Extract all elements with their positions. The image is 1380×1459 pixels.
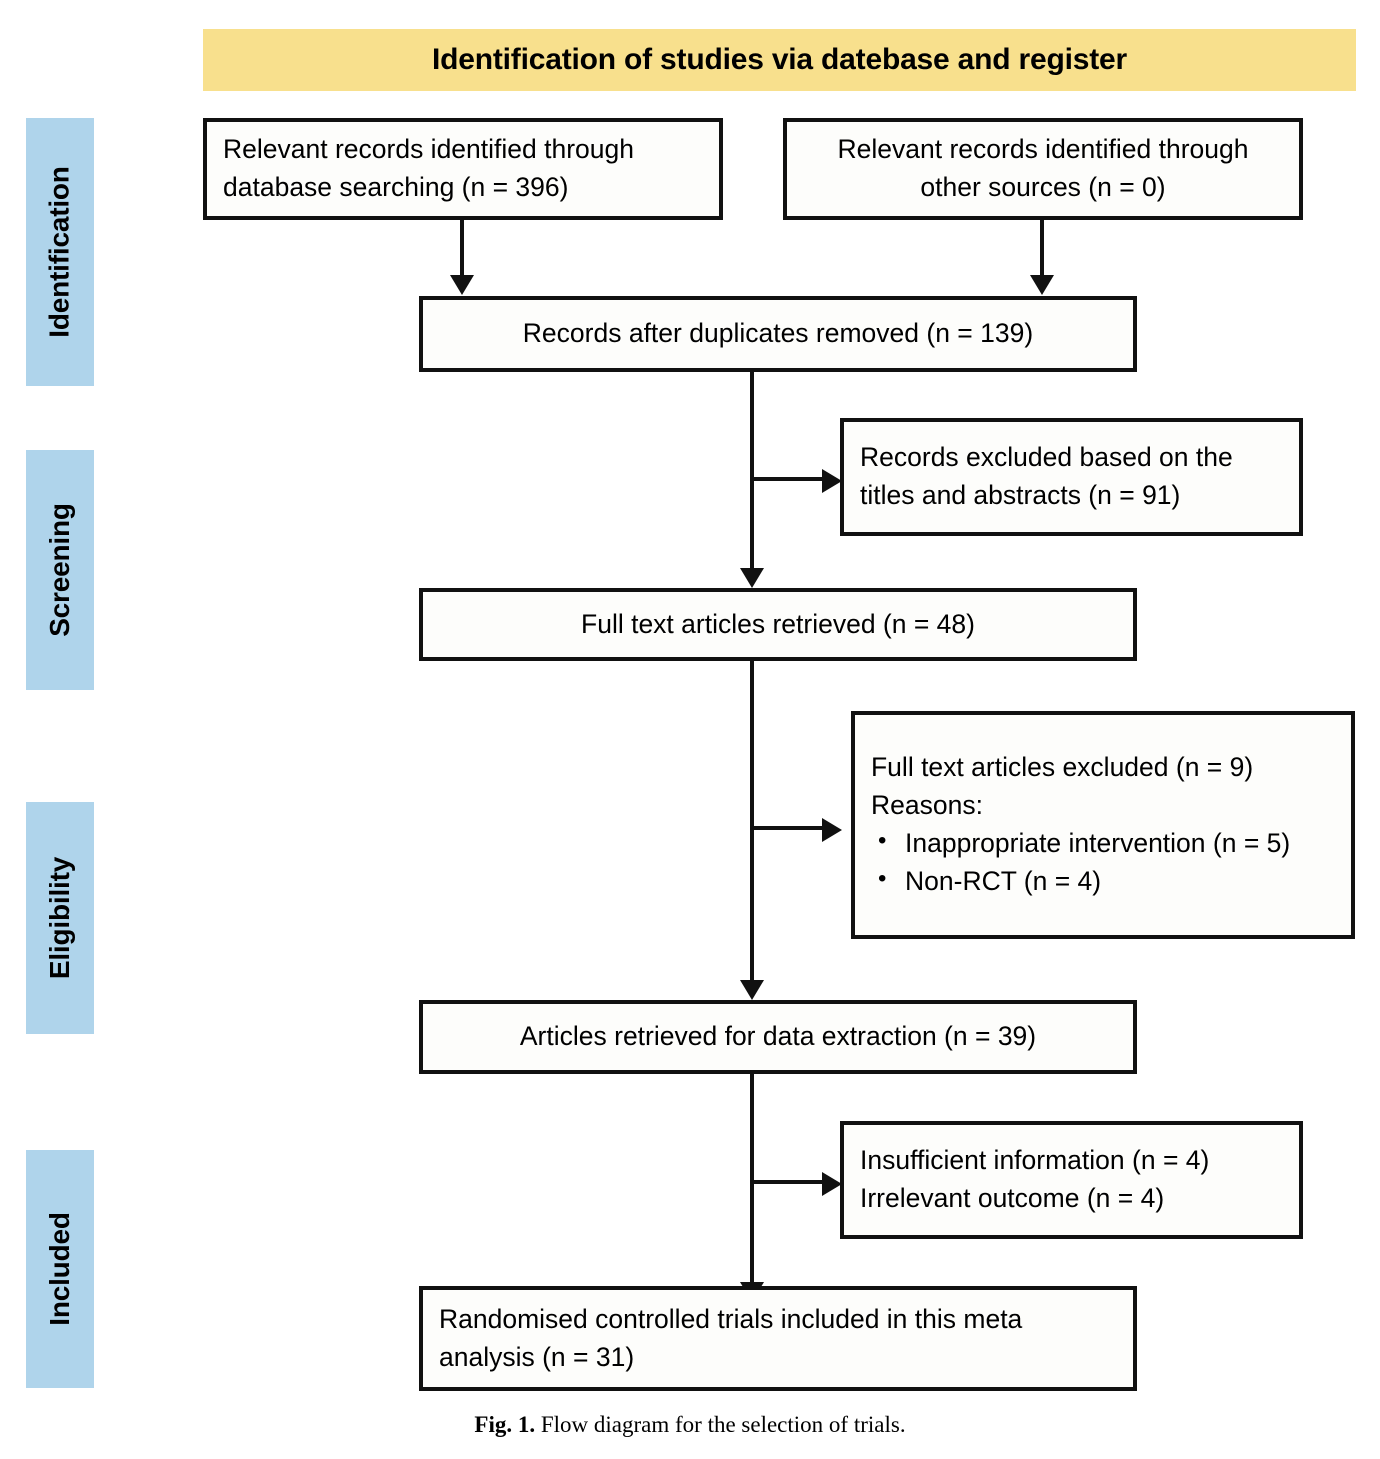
box-records-excluded-line1: Records excluded based on the (860, 442, 1233, 473)
box-data-extraction-text: Articles retrieved for data extraction (… (519, 1021, 1037, 1052)
box-fulltext-excluded-line2: Reasons: (871, 790, 983, 821)
list-item: Inappropriate intervention (n = 5) (878, 824, 1335, 863)
diagram-title: Identification of studies via datebase a… (432, 43, 1127, 76)
stage-chip-identification: Identification (26, 118, 94, 386)
box-records-excluded: Records excluded based on the titles and… (840, 418, 1303, 536)
connector-database-to-duplicates (460, 220, 464, 277)
box-other-sources-line1: Relevant records identified through (837, 134, 1249, 165)
box-database-search-line2: database searching (n = 396) (223, 172, 569, 202)
stage-label-eligibility: Eligibility (44, 856, 76, 980)
box-other-sources: Relevant records identified through othe… (783, 118, 1303, 220)
arrowhead-fulltext-to-excluded (822, 818, 842, 842)
box-records-excluded-text: Records excluded based on the titles and… (860, 439, 1283, 515)
box-included-trials-line1: Randomised controlled trials included in… (439, 1303, 1023, 1334)
box-data-extraction: Articles retrieved for data extraction (… (419, 1000, 1137, 1074)
arrowhead-database-to-duplicates (450, 275, 474, 295)
box-fulltext-excluded-text: Full text articles excluded (n = 9) Reas… (871, 749, 1335, 901)
figure-caption: Fig. 1. Flow diagram for the selection o… (0, 1412, 1380, 1438)
box-further-excluded-text: Insufficient information (n = 4) Irrelev… (860, 1142, 1283, 1218)
box-other-sources-line2: other sources (n = 0) (920, 172, 1166, 202)
box-included-trials: Randomised controlled trials included in… (419, 1286, 1137, 1391)
box-fulltext-retrieved-text: Full text articles retrieved (n = 48) (581, 608, 975, 639)
box-included-trials-text: Randomised controlled trials included in… (439, 1301, 1117, 1377)
arrowhead-duplicates-to-fulltext (740, 568, 764, 588)
list-item: Non-RCT (n = 4) (878, 862, 1335, 901)
connector-other-to-duplicates (1040, 220, 1044, 277)
box-fulltext-excluded: Full text articles excluded (n = 9) Reas… (851, 711, 1355, 939)
box-database-search: Relevant records identified through data… (203, 118, 723, 220)
box-database-search-line1: Relevant records identified through (223, 134, 634, 165)
stage-chip-eligibility: Eligibility (26, 802, 94, 1034)
connector-fulltext-trunk (750, 661, 754, 984)
box-records-excluded-line2: titles and abstracts (n = 91) (860, 480, 1181, 510)
box-duplicates-removed-text: Records after duplicates removed (n = 13… (522, 318, 1034, 349)
arrowhead-other-to-duplicates (1030, 275, 1054, 295)
connector-extraction-to-excluded (750, 1180, 826, 1184)
arrowhead-fulltext-to-extraction (740, 980, 764, 1000)
figure-caption-text: Flow diagram for the selection of trials… (540, 1412, 906, 1437)
stage-label-identification: Identification (44, 166, 76, 338)
arrowhead-duplicates-to-excluded (822, 469, 842, 493)
box-further-excluded-line2: Irrelevant outcome (n = 4) (860, 1183, 1165, 1213)
box-duplicates-removed: Records after duplicates removed (n = 13… (419, 296, 1137, 372)
fulltext-excluded-reason-list: Inappropriate intervention (n = 5) Non-R… (871, 824, 1335, 901)
connector-duplicates-to-excluded (750, 477, 826, 481)
box-further-excluded: Insufficient information (n = 4) Irrelev… (840, 1121, 1303, 1239)
box-database-search-text: Relevant records identified through data… (223, 131, 703, 207)
box-fulltext-excluded-line1: Full text articles excluded (n = 9) (871, 752, 1254, 783)
connector-duplicates-trunk (750, 372, 754, 572)
figure-caption-label: Fig. 1. (474, 1412, 536, 1437)
box-further-excluded-line1: Insufficient information (n = 4) (860, 1145, 1210, 1176)
connector-fulltext-to-excluded (750, 826, 826, 830)
stage-label-included: Included (44, 1212, 75, 1326)
stage-chip-screening: Screening (26, 450, 94, 690)
box-included-trials-line2: analysis (n = 31) (439, 1341, 635, 1372)
arrowhead-extraction-to-excluded (822, 1172, 842, 1196)
diagram-header-band: Identification of studies via datebase a… (203, 29, 1356, 91)
stage-chip-included: Included (26, 1150, 94, 1388)
box-other-sources-text: Relevant records identified through othe… (803, 131, 1283, 207)
stage-label-screening: Screening (44, 503, 75, 637)
box-fulltext-retrieved: Full text articles retrieved (n = 48) (419, 588, 1137, 661)
